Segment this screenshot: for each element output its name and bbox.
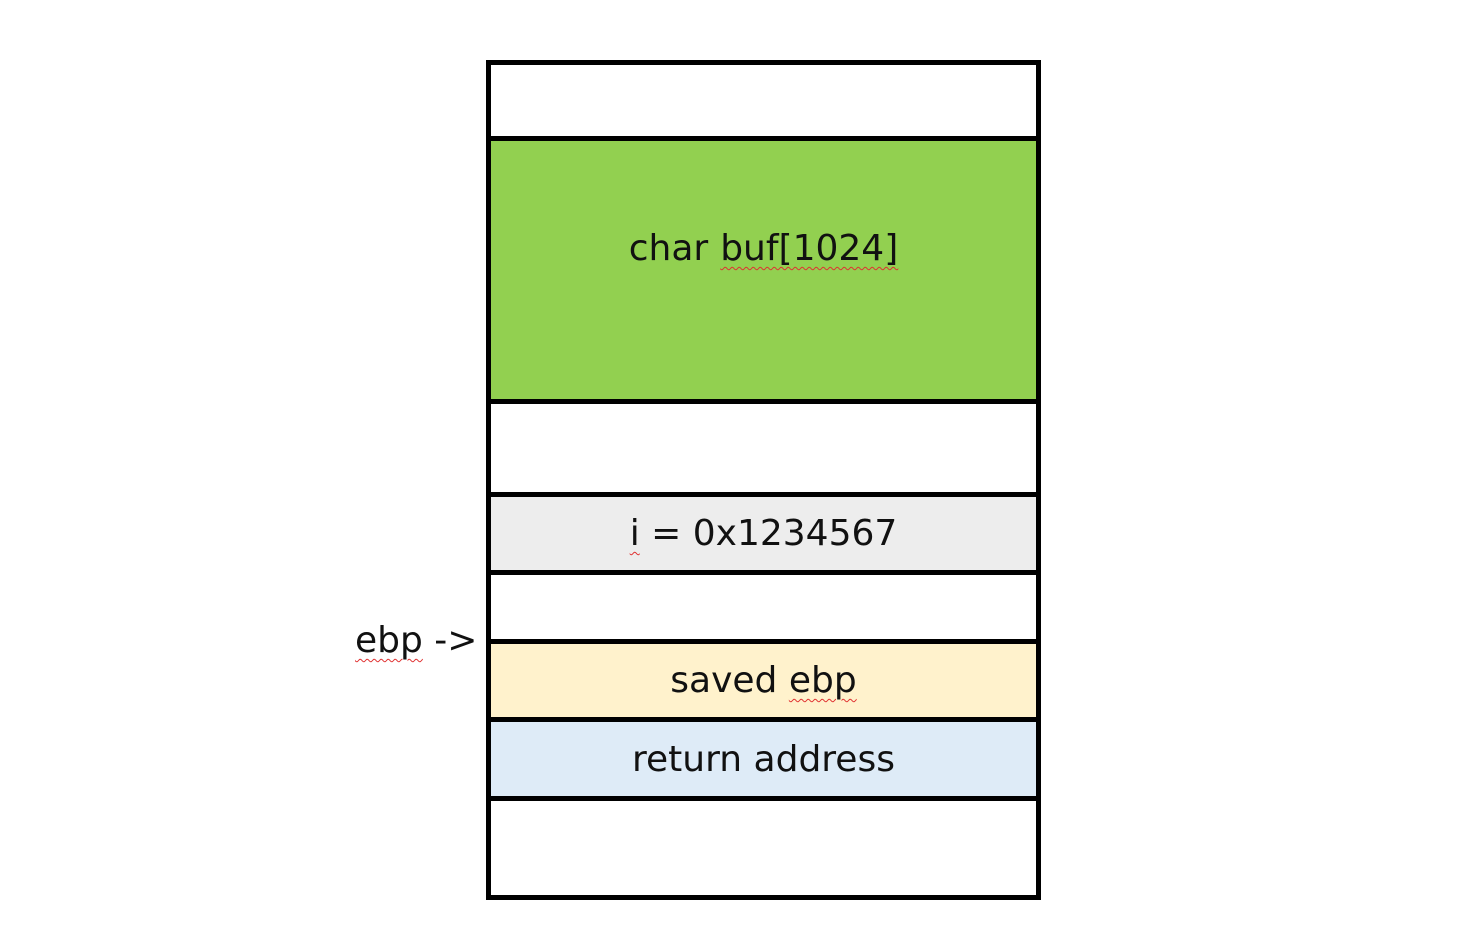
stack-frame: char buf[1024] i = 0x1234567 saved ebp r…: [486, 60, 1041, 900]
ebp-pointer-label: ebp ->: [355, 620, 477, 661]
return-address-label: return address: [632, 738, 895, 780]
saved-ebp-prefix: saved: [670, 660, 789, 701]
buf-var-label: buf[1024]: [720, 228, 899, 269]
stack-divider: [486, 136, 1041, 141]
stack-divider: [486, 639, 1041, 644]
ebp-pointer-arrow: ->: [422, 620, 478, 661]
stack-slot-empty-mid2: [491, 575, 1036, 639]
stack-slot-return-address: return address: [491, 722, 1036, 796]
stack-divider: [486, 717, 1041, 722]
buf-type-label: char: [628, 228, 709, 269]
stack-divider: [486, 796, 1041, 801]
stack-divider: [486, 492, 1041, 497]
i-value-label: = 0x1234567: [639, 513, 898, 554]
stack-slot-empty-top: [491, 65, 1036, 136]
stack-slot-buf: char buf[1024]: [491, 141, 1036, 399]
ebp-register-name: ebp: [355, 620, 423, 661]
i-var-label: i: [629, 513, 640, 554]
stack-slot-empty-bottom: [491, 801, 1036, 895]
saved-ebp-var: ebp: [788, 660, 857, 701]
stack-divider: [486, 399, 1041, 404]
stack-slot-empty-mid1: [491, 404, 1036, 492]
stack-slot-i: i = 0x1234567: [491, 497, 1036, 570]
stack-divider-bottom: [486, 895, 1041, 900]
stack-slot-saved-ebp: saved ebp: [491, 644, 1036, 717]
stack-divider-top: [486, 60, 1041, 65]
stack-divider: [486, 570, 1041, 575]
